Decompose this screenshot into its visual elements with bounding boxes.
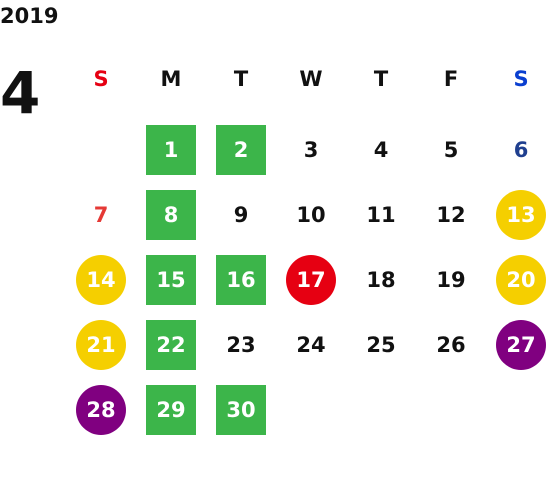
day-cell-20[interactable]: 20 — [496, 255, 546, 305]
day-cell-14[interactable]: 14 — [76, 255, 126, 305]
weekday-wed: W — [299, 67, 323, 91]
day-cell-24[interactable]: 24 — [296, 333, 326, 357]
weekday-sat: S — [513, 67, 529, 91]
day-cell-18[interactable]: 18 — [366, 268, 396, 292]
day-cell-15[interactable]: 15 — [146, 255, 196, 305]
year-label: 2019 — [0, 4, 59, 28]
day-cell-7[interactable]: 7 — [93, 203, 109, 227]
day-cell-9[interactable]: 9 — [233, 203, 249, 227]
day-cell-30[interactable]: 30 — [216, 385, 266, 435]
day-cell-11[interactable]: 11 — [366, 203, 396, 227]
day-cell-3[interactable]: 3 — [303, 138, 319, 162]
weekday-thu: T — [373, 67, 389, 91]
day-cell-1[interactable]: 1 — [146, 125, 196, 175]
day-cell-16[interactable]: 16 — [216, 255, 266, 305]
day-cell-17[interactable]: 17 — [286, 255, 336, 305]
day-cell-6[interactable]: 6 — [513, 138, 529, 162]
day-cell-19[interactable]: 19 — [436, 268, 466, 292]
day-cell-28[interactable]: 28 — [76, 385, 126, 435]
day-cell-29[interactable]: 29 — [146, 385, 196, 435]
day-cell-26[interactable]: 26 — [436, 333, 466, 357]
weekday-sun: S — [93, 67, 109, 91]
weekday-tue: T — [233, 67, 249, 91]
day-cell-10[interactable]: 10 — [296, 203, 326, 227]
day-cell-2[interactable]: 2 — [216, 125, 266, 175]
day-cell-27[interactable]: 27 — [496, 320, 546, 370]
day-cell-8[interactable]: 8 — [146, 190, 196, 240]
day-cell-25[interactable]: 25 — [366, 333, 396, 357]
day-cell-23[interactable]: 23 — [226, 333, 256, 357]
day-cell-5[interactable]: 5 — [443, 138, 459, 162]
day-cell-21[interactable]: 21 — [76, 320, 126, 370]
weekday-mon: M — [160, 67, 182, 91]
month-label: 4 — [0, 59, 41, 127]
day-cell-12[interactable]: 12 — [436, 203, 466, 227]
day-cell-22[interactable]: 22 — [146, 320, 196, 370]
day-cell-4[interactable]: 4 — [373, 138, 389, 162]
day-cell-13[interactable]: 13 — [496, 190, 546, 240]
weekday-fri: F — [443, 67, 459, 91]
